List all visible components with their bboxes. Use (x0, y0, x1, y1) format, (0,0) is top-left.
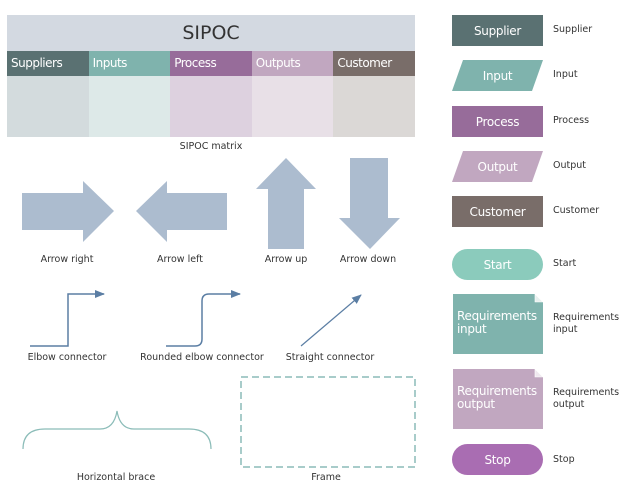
matrix-column-process: Process (170, 51, 252, 137)
frame-label: Frame (311, 472, 341, 483)
requirements-output-shape-text: Requirements output (457, 384, 537, 411)
arrow-down-shape[interactable] (339, 158, 400, 249)
straight-connector-shape[interactable] (300, 294, 362, 347)
frame-shape[interactable] (240, 376, 416, 468)
matrix-header-process: Process (170, 51, 252, 76)
input-label: Input (553, 69, 578, 80)
start-label: Start (553, 258, 577, 269)
sipoc-matrix-caption: SIPOC matrix (179, 141, 243, 152)
matrix-column-customer: Customer (333, 51, 415, 137)
process-shape-text: Process (475, 114, 520, 129)
matrix-header-inputs: Inputs (88, 51, 171, 76)
matrix-header-customer: Customer (333, 51, 415, 76)
requirements-output-text-box: Requirements output (453, 369, 543, 429)
requirements-output-fold-icon (534, 368, 544, 378)
matrix-column-outputs: Outputs (251, 51, 334, 137)
requirements-input-label: Requirements input (553, 312, 620, 335)
requirements-input-shape[interactable] (453, 294, 543, 354)
sipoc-matrix-title: SIPOC (7, 15, 415, 51)
matrix-body-inputs (88, 76, 171, 137)
matrix-body-outputs (251, 76, 334, 137)
arrow-up-shape[interactable] (256, 158, 316, 249)
output-label: Output (553, 160, 586, 171)
requirements-input-text-box: Requirements input (453, 294, 543, 354)
stop-shape-text: Stop (484, 452, 511, 467)
stop-shape[interactable] (452, 444, 543, 475)
rounded-elbow-connector-label: Rounded elbow connector (140, 352, 264, 363)
supplier-label: Supplier (553, 24, 593, 35)
requirements-output-label: Requirements output (553, 387, 620, 410)
requirements-input-shape-text: Requirements input (457, 309, 537, 336)
arrow-left-label: Arrow left (157, 254, 203, 265)
matrix-column-suppliers: Suppliers (7, 51, 89, 137)
start-shape-text: Start (483, 257, 512, 272)
rounded-elbow-connector-shape[interactable] (166, 290, 241, 347)
straight-connector-label: Straight connector (285, 352, 375, 363)
elbow-connector-label: Elbow connector (27, 352, 107, 363)
customer-label: Customer (553, 205, 600, 216)
horizontal-brace-shape[interactable] (22, 410, 212, 450)
matrix-body-process (170, 76, 252, 137)
supplier-shape[interactable] (452, 15, 543, 46)
arrow-down-label: Arrow down (339, 254, 397, 265)
stop-label: Stop (553, 454, 575, 465)
input-shape[interactable] (452, 60, 543, 91)
matrix-body-suppliers (7, 76, 89, 137)
process-shape-text-box: Process (452, 106, 543, 137)
arrow-left-shape[interactable] (136, 181, 227, 242)
matrix-column-inputs: Inputs (88, 51, 171, 137)
arrow-right-shape[interactable] (22, 181, 114, 242)
matrix-header-suppliers: Suppliers (7, 51, 89, 76)
process-label: Process (553, 115, 590, 126)
arrow-up-label: Arrow up (264, 254, 308, 265)
matrix-header-outputs: Outputs (251, 51, 334, 76)
sipoc-matrix[interactable]: SIPOC Suppliers Inputs Process Outputs C… (7, 15, 415, 137)
output-shape-text-box: Output (452, 151, 543, 182)
supplier-shape-text: Supplier (473, 23, 522, 38)
customer-shape-text-box: Customer (452, 196, 543, 227)
output-shape[interactable] (452, 151, 543, 182)
input-shape-text-box: Input (452, 60, 543, 91)
requirements-input-fold-icon (534, 293, 544, 303)
start-shape[interactable] (452, 249, 543, 280)
requirements-output-shape[interactable] (453, 369, 543, 429)
customer-shape[interactable] (452, 196, 543, 227)
arrow-right-label: Arrow right (40, 254, 94, 265)
process-shape[interactable] (452, 106, 543, 137)
matrix-body-customer (333, 76, 415, 137)
customer-shape-text: Customer (469, 204, 526, 219)
start-shape-text-box: Start (452, 249, 543, 280)
horizontal-brace-label: Horizontal brace (76, 472, 156, 483)
stop-shape-text-box: Stop (452, 444, 543, 475)
elbow-connector-shape[interactable] (30, 290, 105, 347)
supplier-shape-text-box: Supplier (452, 15, 543, 46)
input-shape-text: Input (482, 68, 513, 83)
output-shape-text: Output (477, 159, 518, 174)
